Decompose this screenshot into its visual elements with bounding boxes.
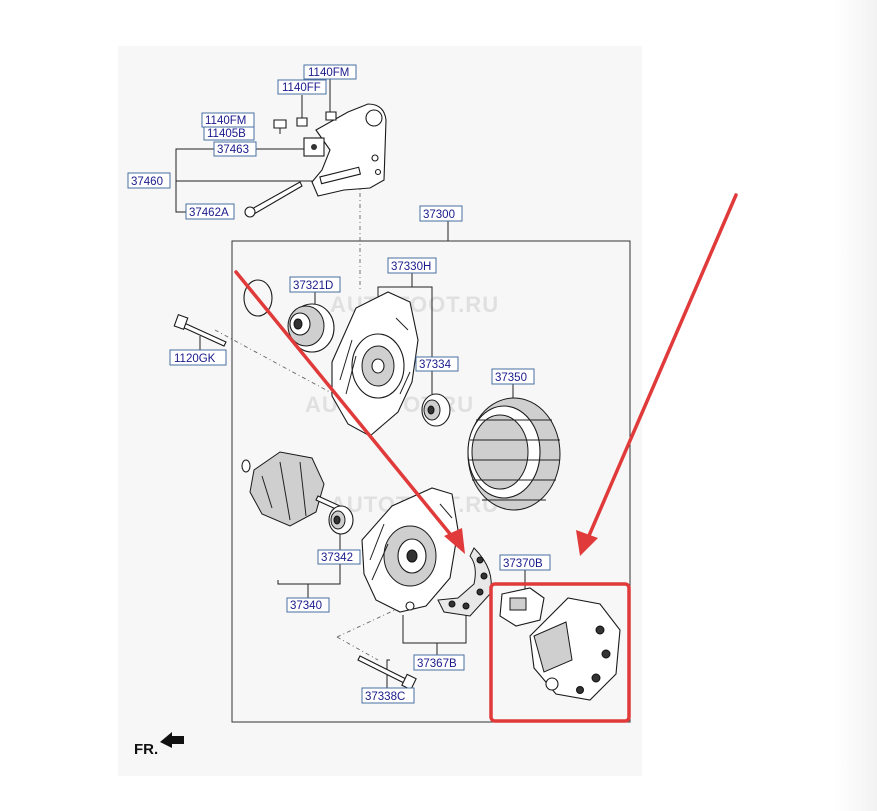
part-number-text: 37463	[217, 144, 249, 156]
stator	[467, 397, 561, 511]
mounting-bracket	[244, 103, 387, 218]
red-arrowhead-left	[444, 528, 465, 554]
front-direction-indicator: FR.	[134, 732, 184, 758]
part-number-text: 37460	[131, 176, 163, 188]
part-number-text: 37334	[419, 359, 452, 371]
rear-housing	[361, 487, 459, 613]
part-number-text: 37330H	[391, 261, 431, 273]
part-label[interactable]: 37334	[415, 356, 459, 372]
part-label[interactable]: 37462A	[185, 203, 235, 220]
part-number-text: 37370B	[503, 558, 543, 570]
part-label[interactable]: 37342	[317, 549, 361, 565]
part-label[interactable]: 37460	[127, 172, 171, 189]
highlight-annotations	[234, 193, 738, 723]
part-label[interactable]: 37340	[286, 597, 330, 613]
leader-lines	[175, 79, 526, 688]
rear-bearing	[328, 505, 354, 535]
part-label[interactable]: 1140FM	[303, 64, 357, 80]
part-labels: 1140FM 1140FF 1140FM 11405B 37463 37460	[127, 64, 551, 704]
red-arrowhead-right	[576, 530, 598, 556]
part-number-text: 37342	[321, 552, 353, 564]
part-label[interactable]: 1140FF	[277, 79, 327, 95]
part-number-text: 37462A	[189, 207, 229, 219]
rear-bolt	[357, 655, 417, 691]
part-label[interactable]: 1140FM	[201, 112, 255, 128]
part-label[interactable]: 37300	[419, 205, 463, 222]
front-housing	[331, 291, 419, 437]
part-number-text: 1140FM	[308, 67, 349, 79]
part-label[interactable]: 37367B	[413, 654, 465, 671]
part-label[interactable]: 37463	[213, 141, 257, 157]
part-number-text: 37340	[290, 600, 322, 612]
assembly-frame	[231, 240, 631, 723]
part-number-text: 37300	[423, 209, 455, 221]
part-label[interactable]: 37370B	[499, 554, 551, 571]
part-number-text: 37338C	[365, 691, 405, 703]
red-arrow-left	[234, 270, 457, 542]
rear-cover	[529, 597, 621, 701]
rectifier	[437, 547, 492, 617]
through-bolt	[173, 313, 227, 347]
part-label[interactable]: 37321D	[289, 276, 341, 293]
voltage-regulator	[499, 587, 545, 627]
part-number-text: 37321D	[293, 280, 333, 292]
front-arrow-icon	[160, 732, 184, 748]
part-number-text: 37350	[495, 372, 527, 384]
pulley-group	[243, 279, 335, 353]
part-number-text: 37367B	[417, 658, 457, 670]
part-label[interactable]: 1120GK	[169, 349, 227, 366]
front-bearing	[421, 393, 451, 427]
highlight-box	[489, 582, 631, 723]
part-label[interactable]: 37330H	[387, 257, 437, 274]
part-label[interactable]: 37350	[491, 368, 535, 385]
rotor	[241, 451, 341, 527]
part-number-text: 1120GK	[174, 353, 216, 365]
part-label[interactable]: 11405B	[203, 126, 255, 141]
red-arrow-right	[586, 193, 738, 540]
part-number-text: 1140FF	[282, 82, 321, 94]
part-label[interactable]: 37338C	[361, 687, 415, 704]
front-label: FR.	[134, 741, 158, 758]
page-edge-shade	[835, 0, 877, 811]
part-number-text: 11405B	[207, 128, 246, 140]
part-number-text: 1140FM	[205, 115, 246, 127]
